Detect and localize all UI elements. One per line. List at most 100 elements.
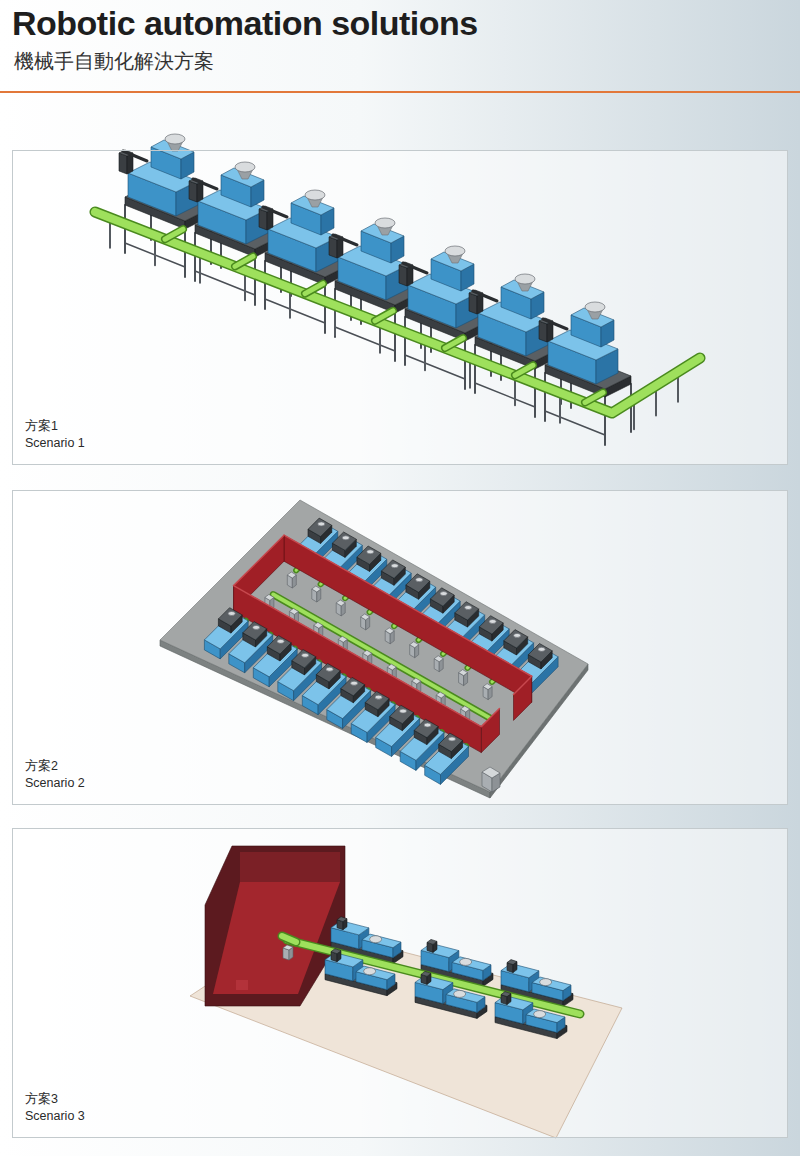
injection-unit [501,280,544,319]
block-top [483,684,492,690]
wall-top [513,676,531,694]
machine-leg [254,257,256,305]
robot-arm [331,949,341,962]
block-top [390,705,414,723]
block-top [265,594,274,600]
page-title: Robotic automation solutions [12,4,478,43]
robot-station [385,628,394,644]
block-top [507,960,517,965]
injection-unit [526,1009,565,1033]
subtitle: 機械手自動化解決方案 [14,48,214,75]
conveyor-edge [375,311,393,321]
machine-leg [264,261,266,309]
wall-top [234,535,284,585]
robot-arm [337,917,347,930]
hopper [165,134,185,144]
injection-unit [381,560,405,585]
block-top [312,586,321,592]
block-top [316,663,340,682]
hopper [277,639,284,643]
scenario-name: Scenario 2 [25,775,85,792]
robot-arm [507,960,517,973]
injection-unit [455,602,479,627]
conveyor-edge [95,212,700,413]
block-top [381,560,405,578]
conveyor-support [244,274,246,300]
block-top [218,608,242,626]
scenario-3-illustration [190,846,622,1138]
conveyor-support [379,327,381,353]
machine-leg [464,341,466,389]
injection-unit [221,168,264,207]
block-top [446,989,485,1003]
injection-unit [532,977,571,1001]
robot-beam [473,291,497,301]
injection-unit [406,574,430,600]
conveyor [282,936,296,942]
conveyor [515,365,533,375]
conveyor-support [109,222,111,248]
conveyor [95,212,700,413]
hopper [400,709,407,713]
hopper [465,606,472,610]
injection-unit [341,677,365,702]
hopper [228,611,235,615]
panel-caption: 方案2Scenario 2 [25,758,85,792]
conveyor-edge [305,284,323,294]
wall-top [481,708,499,726]
injection-unit [243,622,267,647]
injection-unit [291,196,334,235]
factory-floor [160,500,588,792]
red-wall [481,708,499,752]
scenario-panel: 方案2Scenario 2 [12,490,788,805]
injection-unit [356,966,395,990]
machine-leg [334,289,336,337]
block-top [461,706,470,712]
conveyor-support [559,397,561,423]
leg-brace [405,355,465,379]
hopper [449,737,456,741]
header-rule [0,91,800,93]
injection-unit [390,705,414,730]
block-face [539,321,547,342]
injection-unit [452,957,491,981]
block-top [495,996,533,1010]
block-top [455,602,479,620]
hopper [364,968,376,975]
robot-beam [543,319,567,329]
clean-room [205,846,345,1006]
hopper [318,522,325,526]
robot-station [410,642,419,658]
block-top [336,600,345,606]
block-top [414,719,438,737]
block-top [361,614,370,620]
hopper [351,681,358,685]
conveyor [273,595,495,721]
machine-leg [534,369,536,417]
block-top [528,644,552,663]
robot-station [287,572,296,588]
panel-caption: 方案3Scenario 3 [25,1091,85,1125]
robot-arm [501,992,511,1005]
injection-unit [332,532,356,557]
injection-unit [446,989,485,1013]
injection-unit [430,588,454,613]
conveyor-support [289,292,291,318]
block-top [436,692,445,698]
scenario-number: 方案1 [25,418,85,435]
hopper [514,633,521,637]
conveyor-support [514,379,516,405]
hopper [253,625,260,629]
robot-station [434,656,443,672]
block-top [427,939,437,944]
hopper [440,592,447,596]
hopper [445,246,465,256]
block-face [399,265,407,286]
panel-ground [12,490,788,805]
block-top [289,608,298,614]
conveyor-support [199,257,201,283]
injection-unit [504,630,528,655]
hopper [235,162,255,172]
